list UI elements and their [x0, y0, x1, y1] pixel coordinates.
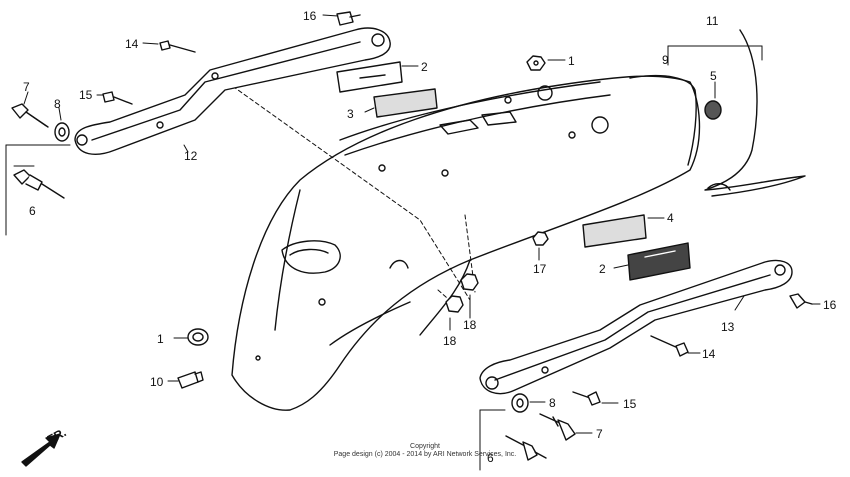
collar-8-left[interactable] [54, 122, 70, 142]
nut-top-1[interactable] [526, 55, 546, 71]
collar-8-right[interactable] [511, 393, 529, 413]
callout-9: 9 [662, 53, 669, 67]
rear-fender[interactable] [231, 75, 701, 411]
reflector-pad-right[interactable] [582, 214, 647, 248]
callout-leaders [5, 14, 821, 471]
reflector-pad-top[interactable] [373, 88, 438, 118]
callout-7-right: 7 [596, 427, 603, 441]
bolt-16-right[interactable] [789, 293, 813, 309]
callout-1-left: 1 [157, 332, 164, 346]
nut-18-right[interactable] [460, 273, 479, 291]
right-stay[interactable] [479, 259, 793, 395]
grommet-5[interactable] [704, 100, 722, 120]
nut-17[interactable] [532, 231, 549, 246]
bolt-7-right[interactable] [539, 413, 576, 441]
reflector-right[interactable] [627, 242, 691, 281]
callout-15-right: 15 [623, 397, 637, 411]
callout-15-left: 15 [79, 88, 93, 102]
callout-18-right: 18 [463, 318, 477, 332]
copyright-line-1: Copyright [410, 443, 440, 450]
wire-harness[interactable] [704, 29, 806, 197]
callout-17: 17 [533, 262, 547, 276]
nut-18-left[interactable] [445, 295, 464, 313]
callout-16-top: 16 [303, 9, 317, 23]
callout-4: 4 [667, 211, 674, 225]
callout-1-top: 1 [568, 54, 575, 68]
callout-14-left: 14 [125, 37, 139, 51]
stud-6-right[interactable] [505, 435, 547, 461]
callout-2-top: 2 [421, 60, 428, 74]
bolt-14-left[interactable] [159, 40, 196, 53]
copyright-line-2: Page design (c) 2004 - 2014 by ARI Netwo… [333, 451, 517, 458]
callout-3: 3 [347, 107, 354, 121]
callout-8-left: 8 [54, 97, 61, 111]
bolt-15-left[interactable] [102, 91, 133, 105]
callout-12: 12 [184, 149, 198, 163]
bolt-7-left[interactable] [11, 103, 49, 128]
stud-6-left[interactable] [13, 169, 65, 199]
reflector-top[interactable] [336, 61, 403, 93]
bolt-16-top[interactable] [336, 11, 361, 26]
callout-5: 5 [710, 69, 717, 83]
bolt-15-right[interactable] [572, 391, 601, 406]
callout-6-left: 6 [29, 204, 36, 218]
callout-2-right: 2 [599, 262, 606, 276]
callout-18-left: 18 [443, 334, 457, 348]
callout-16-right: 16 [823, 298, 837, 312]
callout-7-left: 7 [23, 80, 30, 94]
callout-14-right: 14 [702, 347, 716, 361]
callout-10: 10 [150, 375, 164, 389]
callout-11: 11 [706, 14, 719, 28]
screw-10[interactable] [177, 371, 204, 389]
grommet-left-1[interactable] [187, 328, 209, 346]
callout-6-bottom: 6 [487, 451, 494, 465]
left-stay[interactable] [74, 27, 391, 156]
callout-13: 13 [721, 320, 735, 334]
front-direction-arrow [21, 433, 61, 467]
bolt-14-right[interactable] [650, 335, 689, 357]
callout-8-right: 8 [549, 396, 556, 410]
